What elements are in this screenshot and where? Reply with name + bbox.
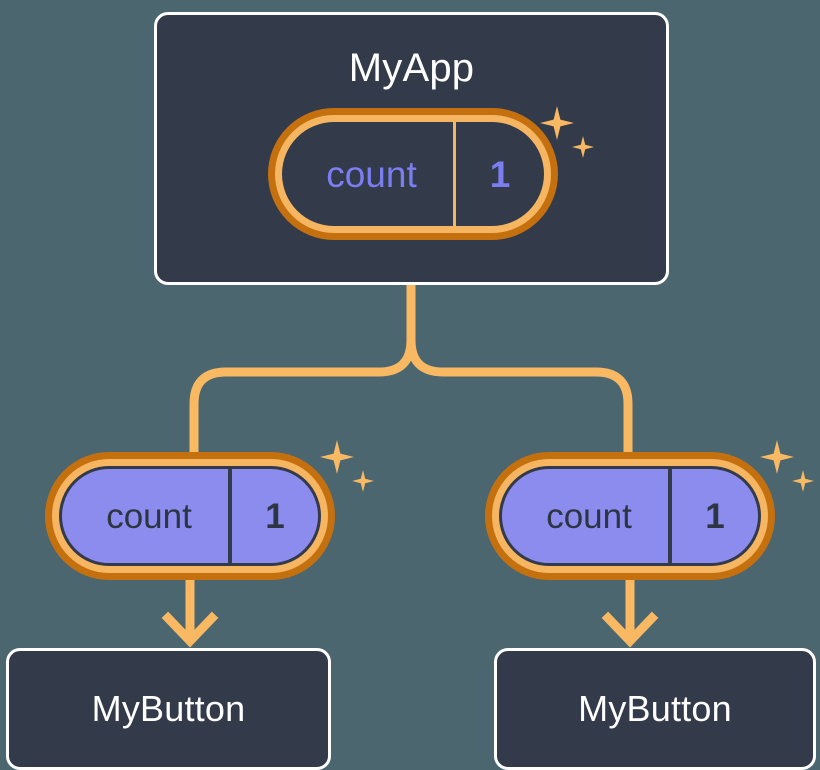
arrow-down-icon-right-head xyxy=(601,611,659,648)
tree-fork-connector-right xyxy=(406,339,633,470)
tree-fork-connector xyxy=(189,285,416,470)
state-pill-key: count xyxy=(326,153,417,195)
arrow-down-icon-left-head xyxy=(161,611,219,648)
component-card-mybutton-right[interactable]: MyButton xyxy=(494,648,816,770)
sparkle-small-icon xyxy=(792,470,814,492)
state-pill-body: count 1 xyxy=(59,466,321,566)
state-pill-body: count 1 xyxy=(282,122,544,226)
state-pill-right[interactable]: count 1 xyxy=(485,452,775,580)
state-pill-ring: count 1 xyxy=(268,108,558,240)
state-pill-ring: count 1 xyxy=(45,452,335,580)
state-pill-key: count xyxy=(546,496,632,536)
component-title: MyButton xyxy=(578,688,732,729)
state-pill-key: count xyxy=(106,496,192,536)
page-title: MyApp xyxy=(348,46,475,90)
state-pill-left[interactable]: count 1 xyxy=(45,452,335,580)
component-card-mybutton-left[interactable]: MyButton xyxy=(6,648,331,770)
sparkle-small-icon xyxy=(352,470,374,492)
state-pill-myapp[interactable]: count 1 xyxy=(268,108,558,240)
state-pill-value: 1 xyxy=(228,469,318,563)
state-pill-value: 1 xyxy=(668,469,758,563)
component-title: MyButton xyxy=(91,688,246,729)
state-pill-ring: count 1 xyxy=(485,452,775,580)
state-pill-body: count 1 xyxy=(499,466,761,566)
state-pill-value: 1 xyxy=(453,122,544,226)
